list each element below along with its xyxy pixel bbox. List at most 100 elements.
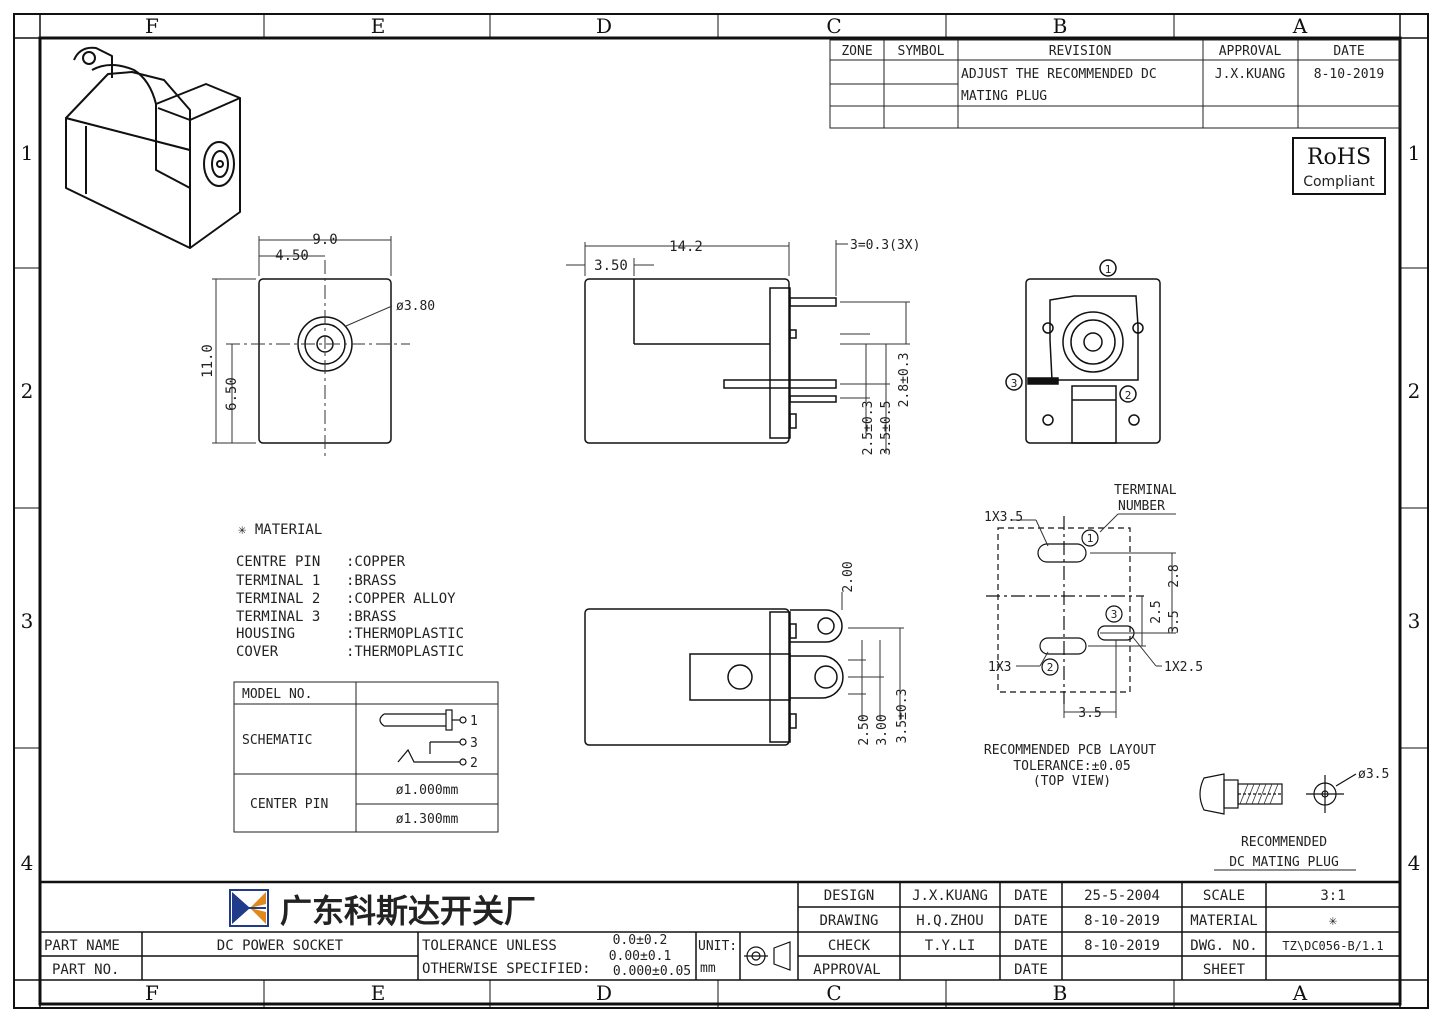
material-part-2: TERMINAL 2 [236, 591, 320, 607]
rev-approval: J.X.KUANG [1215, 67, 1286, 82]
material-label: MATERIAL [1190, 913, 1257, 929]
material-value-5: :THERMOPLASTIC [346, 644, 464, 660]
side-dim-length: 14.2 [669, 239, 703, 255]
row-left-3: 3 [21, 609, 34, 633]
check-date-label: DATE [1014, 938, 1048, 954]
zone-top-b: B [1053, 14, 1068, 38]
title-block: 广东科斯达开关厂 PART NAME DC POWER SOCKET PART … [40, 880, 1400, 980]
company-logo [229, 889, 269, 927]
row-right-1: 1 [1408, 141, 1421, 165]
side-dim-front: 3.50 [594, 258, 628, 274]
zone-top-f: F [145, 14, 159, 38]
approval-date-label: DATE [1014, 962, 1048, 978]
side-dim-pin: 3=0.3(3X) [850, 238, 920, 253]
material-value-0: :COPPER [346, 554, 406, 570]
side-dim-a: 2.5±0.3 [861, 401, 876, 456]
material-part-0: CENTRE PIN [236, 554, 320, 570]
drawing-date-label: DATE [1014, 913, 1048, 929]
bottom-dim-b: 3.00 [875, 714, 890, 745]
zone-bottom-c: C [826, 981, 841, 1005]
material-title: ✳ MATERIAL [238, 522, 322, 538]
material-value-2: :COPPER ALLOY [346, 591, 456, 607]
side-dim-b: 3.5±0.5 [879, 401, 894, 456]
row-right-2: 2 [1408, 379, 1421, 403]
check-name: T.Y.LI [925, 938, 976, 954]
pcb-dim-2-5: 2.5 [1149, 600, 1164, 623]
scale-label: SCALE [1203, 888, 1245, 904]
tolerance-label-2: OTHERWISE SPECIFIED: [422, 961, 591, 977]
schematic-pin-1: 1 [470, 714, 478, 729]
model-label: MODEL NO. [242, 687, 312, 702]
front-dim-hole: ø3.80 [396, 299, 435, 314]
rear-view: 1 2 3 [1005, 259, 1161, 444]
pcb-layout: TERMINAL NUMBER 1X3.5 1X3 1X2.5 2.8 2.5 … [984, 483, 1203, 789]
material-value-3: :BRASS [346, 609, 397, 625]
material-value: ✳ [1329, 913, 1338, 929]
drawing-name: H.Q.ZHOU [916, 913, 983, 929]
material-part-4: HOUSING [236, 626, 295, 642]
material-part-1: TERMINAL 1 [236, 573, 320, 589]
front-dim-half-width: 4.50 [275, 248, 309, 264]
pcb-terminal-label-2: NUMBER [1118, 499, 1165, 514]
side-view: 14.2 3.50 3=0.3(3X) 2.5±0.3 3.5±0.5 2.8±… [566, 238, 920, 455]
rev-date: 8-10-2019 [1314, 67, 1384, 82]
zone-top-a: A [1292, 14, 1308, 38]
zone-bottom-f: F [145, 981, 159, 1005]
part-name-label: PART NAME [44, 938, 120, 954]
pcb-terminal-2: 2 [1047, 661, 1054, 674]
plug-caption-1: RECOMMENDED [1241, 835, 1327, 850]
design-date-label: DATE [1014, 888, 1048, 904]
center-pin-label: CENTER PIN [250, 797, 328, 812]
tolerance-3: 0.000±0.05 [613, 964, 691, 979]
approval-label: APPROVAL [813, 962, 880, 978]
dwg-label: DWG. NO. [1190, 938, 1257, 954]
zone-labels: F E D C B A F E D C B A 1 2 3 4 1 2 3 4 [21, 14, 1421, 1005]
front-dim-center-height: 6.50 [224, 377, 240, 411]
design-name: J.X.KUANG [912, 888, 988, 904]
material-part-5: COVER [236, 644, 279, 660]
bottom-view: 2.00 2.50 3.00 3.5±0.3 [584, 561, 910, 746]
bottom-dim-top: 2.00 [841, 561, 856, 592]
unit-value: mm [700, 961, 716, 976]
front-dim-height: 11.0 [200, 344, 216, 378]
model-table: MODEL NO. SCHEMATIC CENTER PIN ø1.000mm … [233, 681, 499, 833]
plug-caption-2: DC MATING PLUG [1229, 855, 1339, 870]
tolerance-1: 0.0±0.2 [613, 933, 668, 948]
zone-bottom-b: B [1053, 981, 1068, 1005]
row-right-4: 4 [1408, 851, 1421, 875]
pcb-hole-b: 1X3 [988, 660, 1011, 675]
scale-value: 3:1 [1320, 888, 1345, 904]
rev-header-approval: APPROVAL [1219, 44, 1282, 59]
schematic-pin-2: 2 [470, 756, 478, 771]
unit-label: UNIT: [698, 939, 737, 954]
zone-top-e: E [371, 14, 386, 38]
rev-header-revision: REVISION [1049, 44, 1112, 59]
material-part-3: TERMINAL 3 [236, 609, 320, 625]
revision-table: ZONE SYMBOL REVISION APPROVAL DATE ADJUS… [829, 39, 1401, 129]
material-value-4: :THERMOPLASTIC [346, 626, 464, 642]
rear-terminal-3: 3 [1011, 377, 1018, 390]
dwg-number: TZ\DC056-B/1.1 [1282, 939, 1383, 953]
part-no-label: PART NO. [52, 962, 119, 978]
rear-terminal-2: 2 [1125, 389, 1132, 402]
tolerance-2: 0.00±0.1 [609, 949, 672, 964]
sheet-label: SHEET [1203, 962, 1246, 978]
pcb-caption-2: TOLERANCE:±0.05 [1013, 759, 1130, 774]
pcb-terminal-1: 1 [1087, 532, 1094, 545]
row-left-4: 4 [21, 851, 34, 875]
rear-terminal-1: 1 [1105, 263, 1112, 276]
design-date: 25-5-2004 [1084, 888, 1160, 904]
check-label: CHECK [828, 938, 871, 954]
zone-bottom-a: A [1292, 981, 1308, 1005]
pcb-dim-2-8: 2.8 [1167, 564, 1182, 587]
center-pin-b: ø1.300mm [396, 812, 459, 827]
material-value-1: :BRASS [346, 573, 397, 589]
rev-text-line1: ADJUST THE RECOMMENDED DC [961, 67, 1157, 82]
mating-plug: ø3.5 RECOMMENDED DC MATING PLUG [1199, 767, 1389, 871]
rev-header-symbol: SYMBOL [898, 44, 945, 59]
company-name: 广东科斯达开关厂 [280, 892, 536, 930]
row-right-3: 3 [1408, 609, 1421, 633]
drawing-date: 8-10-2019 [1084, 913, 1160, 929]
drawing-label: DRAWING [819, 913, 878, 929]
